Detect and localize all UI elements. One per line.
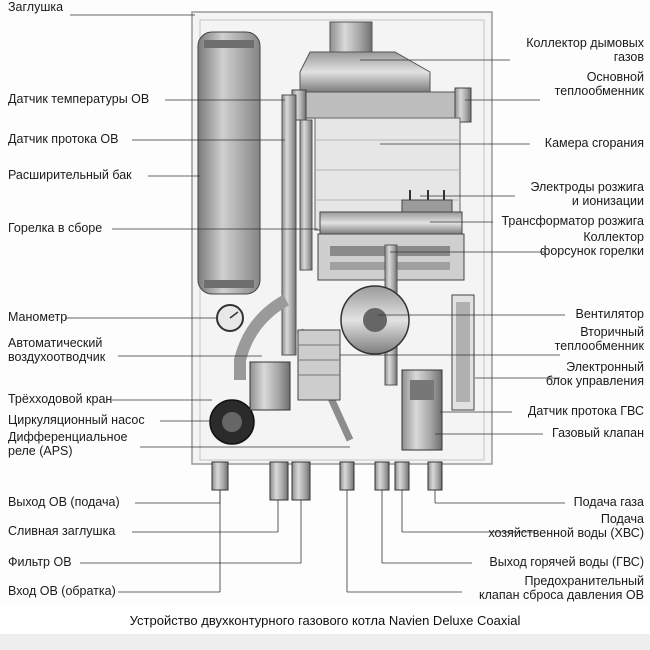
gas-valve — [401, 369, 443, 451]
bottom-connections — [211, 461, 443, 501]
circulation-pump — [209, 361, 291, 445]
label-cold-water-supply: Подача хозяйственной воды (ХВС) — [488, 512, 644, 540]
bottom-strip — [0, 634, 650, 650]
label-burner-assembly: Горелка в сборе — [8, 221, 103, 235]
label-heating-filter: Фильтр ОВ — [8, 555, 72, 569]
label-nozzle-manifold: Коллектор форсунок горелки — [540, 230, 644, 258]
label-control-unit: Электронный блок управления — [545, 360, 644, 388]
control-unit — [451, 294, 475, 411]
label-flue-collector: Коллектор дымовых газов — [526, 36, 644, 64]
label-heating-outlet: Выход ОВ (подача) — [8, 495, 120, 509]
label-dhw-flow-sensor: Датчик протока ГВС — [527, 404, 644, 418]
manometer — [216, 304, 244, 332]
label-pressure-relief-valve: Предохранительный клапан сброса давления… — [479, 574, 644, 602]
label-fan: Вентилятор — [575, 307, 644, 321]
label-electrodes: Электроды розжига и ионизации — [530, 180, 644, 208]
label-ignition-transformer: Трансформатор розжига — [501, 214, 645, 228]
label-hot-water-outlet: Выход горячей воды (ГВС) — [489, 555, 644, 569]
label-gas-supply: Подача газа — [573, 495, 644, 509]
fan — [340, 285, 410, 355]
label-manometer: Манометр — [8, 310, 68, 324]
secondary-heat-exchanger — [297, 329, 341, 401]
label-aps-relay: Дифференциальное реле (APS) — [8, 430, 128, 458]
expansion-tank — [197, 31, 261, 295]
label-drain-plug: Сливная заглушка — [8, 524, 116, 538]
label-heating-flow-sensor: Датчик протока ОВ — [8, 132, 119, 146]
flue-collector — [291, 21, 472, 123]
label-expansion-tank: Расширительный бак — [8, 168, 132, 182]
label-combustion-chamber: Камера сгорания — [544, 136, 644, 150]
caption-bar: Устройство двухконтурного газового котла… — [0, 606, 650, 634]
boiler-illustration — [65, 11, 565, 593]
label-heating-return: Вход ОВ (обратка) — [8, 584, 116, 598]
leader-lines-right — [340, 59, 565, 593]
label-plug: Заглушка — [8, 0, 64, 14]
label-air-vent: Автоматический воздухоотводчик — [8, 336, 106, 364]
label-circulation-pump: Циркуляционный насос — [8, 413, 145, 427]
leader-lines-left — [65, 14, 350, 593]
label-secondary-heat-exchanger: Вторичный теплообменник — [554, 325, 644, 353]
label-heating-temp-sensor: Датчик температуры ОВ — [8, 92, 150, 106]
label-gas-valve: Газовый клапан — [552, 426, 644, 440]
ignition-electrodes — [401, 190, 453, 213]
diagram-caption: Устройство двухконтурного газового котла… — [129, 612, 521, 628]
label-main-heat-exchanger: Основной теплообменник — [554, 70, 644, 98]
label-three-way-valve: Трёхходовой кран — [8, 392, 113, 406]
